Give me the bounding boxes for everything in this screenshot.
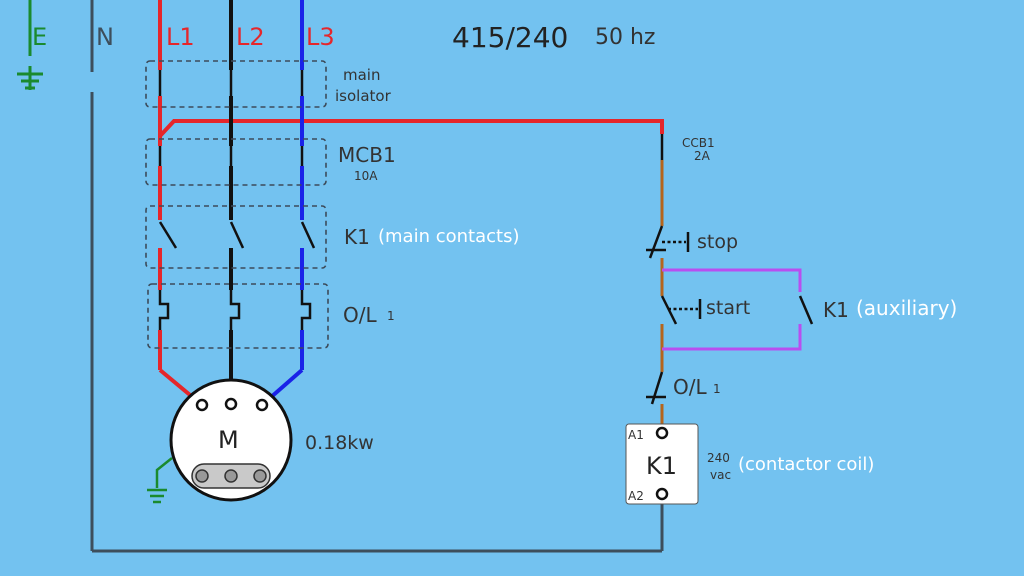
auxiliary-loop <box>662 268 802 351</box>
neutral-conductor <box>90 0 664 553</box>
coil-body <box>625 423 699 505</box>
neutral-label: N <box>96 23 114 51</box>
start-label: start <box>706 297 750 319</box>
k1-label: K1 <box>344 225 370 249</box>
ccb1-label: CCB1 <box>682 136 715 150</box>
auxiliary-label: (auxiliary) <box>856 296 957 320</box>
motor-terminal-u <box>195 398 209 412</box>
k1-main-contacts-box <box>145 205 327 269</box>
contactor-coil: A1 A2 K1 <box>625 423 699 505</box>
overload-control-label: O/L <box>673 375 707 399</box>
stop-label: stop <box>697 231 738 253</box>
phase-l1-conductor <box>158 0 664 407</box>
main-isolator-label-line1: main <box>343 66 380 84</box>
contactor-coil-label: (contactor coil) <box>738 454 874 475</box>
phase-l1-label: L1 <box>166 23 195 51</box>
overload-control-number: 1 <box>713 382 721 396</box>
overload-control-contact <box>646 371 666 405</box>
start-button-contact <box>660 295 702 325</box>
motor-symbol: M <box>218 426 239 454</box>
voltage-label: 415/240 <box>452 21 568 54</box>
coil-a2-label: A2 <box>628 489 644 503</box>
stop-button-contact <box>646 225 690 259</box>
overload-number: 1 <box>387 309 395 323</box>
k1-aux-label: K1 <box>823 298 849 322</box>
mcb1-box <box>145 138 327 186</box>
motor-earth-icon <box>147 457 173 504</box>
mcb1-rating: 10A <box>354 169 378 183</box>
coil-terminal-a1 <box>655 426 669 440</box>
ccb1-rating: 2A <box>694 149 711 163</box>
main-isolator-label-line2: isolator <box>335 87 392 105</box>
phase-l3-label: L3 <box>306 23 335 51</box>
coil-terminal-a2 <box>655 487 669 501</box>
motor-terminal-v <box>224 397 238 411</box>
frequency-label: 50 hz <box>595 25 655 50</box>
motor: M <box>169 378 293 502</box>
earth-label: E <box>32 23 47 51</box>
coil-voltage-label: 240 <box>707 451 730 465</box>
coil-voltage-unit: vac <box>710 468 731 482</box>
main-isolator-box <box>145 60 327 108</box>
main-contacts-label: (main contacts) <box>378 226 519 247</box>
coil-k1-label: K1 <box>646 452 677 480</box>
motor-terminal-w <box>255 398 269 412</box>
power-contacts <box>158 70 316 330</box>
phase-l2-label: L2 <box>236 23 265 51</box>
earth-symbol-icon <box>17 72 43 90</box>
k1-auxiliary-contact <box>798 295 814 325</box>
motor-power-label: 0.18kw <box>305 432 374 454</box>
overload-label: O/L <box>343 303 377 327</box>
coil-a1-label: A1 <box>628 428 644 442</box>
overload-box <box>147 283 329 349</box>
mcb1-label: MCB1 <box>338 143 396 167</box>
